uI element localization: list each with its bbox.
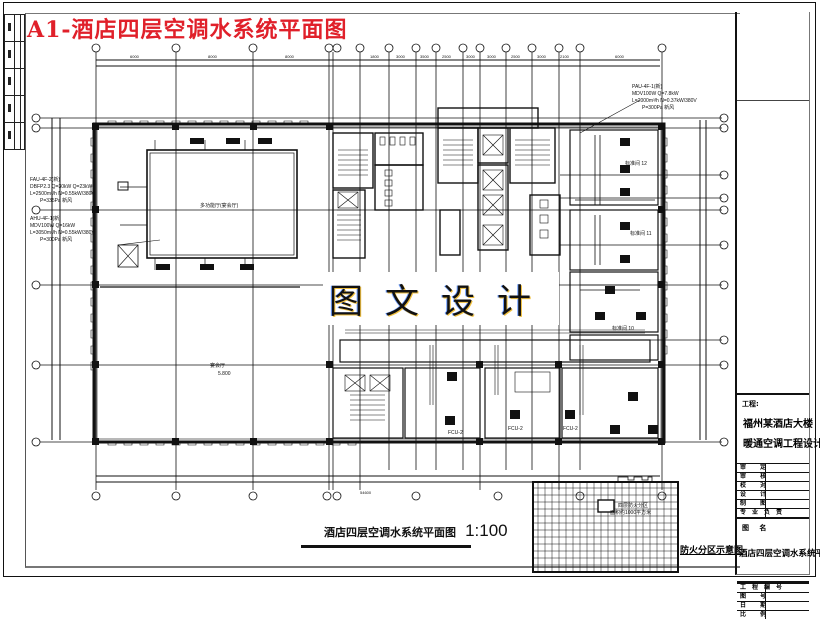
dim-top-10: 2500 bbox=[511, 54, 521, 59]
svg-text:FCU-2: FCU-2 bbox=[563, 426, 578, 432]
svg-text:标准间 10: 标准间 10 bbox=[612, 325, 634, 332]
meta-row: 日 期 bbox=[737, 601, 809, 610]
dim-top-9: 3000 bbox=[487, 54, 497, 59]
inner-frame bbox=[25, 13, 740, 568]
dim-top-8: 3000 bbox=[466, 54, 476, 59]
svg-text:MDV100W Q=7.8kW: MDV100W Q=7.8kW bbox=[632, 91, 679, 97]
signature-row: 审 核 bbox=[737, 472, 809, 481]
dim-top-1: 6000 bbox=[130, 54, 140, 59]
signature-row: 校 对 bbox=[737, 481, 809, 490]
svg-text:L=3050m³/h N=0.55kW/380V: L=3050m³/h N=0.55kW/380V bbox=[30, 230, 95, 236]
title-block: 工程: 福州某酒店大楼 暖通空调工程设计 审 定 审 核 校 对 设 计 制 图… bbox=[735, 12, 820, 619]
signature-row: 审 定 bbox=[737, 463, 809, 472]
svg-text:MDV100W Q=16kW: MDV100W Q=16kW bbox=[30, 223, 75, 229]
meta-row: 工程编号 bbox=[737, 583, 809, 592]
dim-top-2: 8000 bbox=[208, 54, 218, 59]
dim-top-4: 1800 bbox=[370, 54, 380, 59]
binding-strip bbox=[4, 14, 25, 150]
dim-top-11: 3000 bbox=[537, 54, 547, 59]
caption-underline bbox=[301, 545, 471, 548]
svg-text:FCU-2: FCU-2 bbox=[448, 430, 463, 436]
svg-text:DBFP2.3 Q=30kW Q=23kW: DBFP2.3 Q=30kW Q=23kW bbox=[30, 184, 93, 190]
svg-text:P=300Pa 新风: P=300Pa 新风 bbox=[642, 104, 674, 111]
project-label: 工程: bbox=[742, 400, 759, 408]
dim-top-3: 8000 bbox=[285, 54, 295, 59]
project-name-line1: 福州某酒店大楼 bbox=[743, 419, 813, 430]
svg-text:PAU-4F-1(新): PAU-4F-1(新) bbox=[632, 83, 663, 90]
signature-row: 设 计 bbox=[737, 490, 809, 499]
title-block-drawing-name: 图 名 酒店四层空调水系统平面图 bbox=[737, 517, 820, 581]
dim-top-12: 2100 bbox=[560, 54, 570, 59]
title-block-meta: 工程编号 图 号 日 期 比 例 bbox=[737, 581, 809, 619]
dim-top-6: 3500 bbox=[420, 54, 430, 59]
svg-text:AHU-4F-1(新): AHU-4F-1(新) bbox=[30, 215, 61, 222]
svg-text:FCU-2: FCU-2 bbox=[508, 426, 523, 432]
svg-text:面积约1000平方米: 面积约1000平方米 bbox=[610, 509, 651, 516]
title-block-signatures: 审 定 审 核 校 对 设 计 制 图 专业负责 bbox=[737, 463, 809, 517]
fire-zone-label: 防火分区示意图 bbox=[680, 546, 744, 556]
svg-text:L=2500m³/h N=0.55kW/380V: L=2500m³/h N=0.55kW/380V bbox=[30, 191, 95, 197]
svg-text:标准间 12: 标准间 12 bbox=[625, 160, 647, 167]
signature-row: 制 图 bbox=[737, 499, 809, 508]
drawing-name: 酒店四层空调水系统平面图 bbox=[739, 549, 820, 559]
title-block-notes-area bbox=[737, 101, 809, 393]
drawing-name-label: 图 名 bbox=[742, 524, 771, 532]
svg-text:5.800: 5.800 bbox=[218, 371, 231, 377]
svg-text:P=335Pa 新风: P=335Pa 新风 bbox=[40, 197, 72, 204]
project-name-line2: 暖通空调工程设计 bbox=[743, 439, 820, 450]
meta-row: 图 号 bbox=[737, 592, 809, 601]
svg-text:多功能厅(宴会厅): 多功能厅(宴会厅) bbox=[200, 202, 239, 209]
svg-text:四层防火分区: 四层防火分区 bbox=[618, 502, 648, 509]
svg-text:FAU-4F-2(新): FAU-4F-2(新) bbox=[30, 176, 60, 183]
plan-caption-name: 酒店四层空调水系统平面图 bbox=[324, 526, 456, 539]
dim-top-7: 2500 bbox=[442, 54, 452, 59]
dim-top-5: 3000 bbox=[396, 54, 406, 59]
plan-caption: 酒店四层空调水系统平面图 1:100 bbox=[301, 521, 508, 548]
dim-top-13: 6000 bbox=[615, 54, 625, 59]
floor-plan: 6000 8000 8000 1800 3000 3500 2500 3000 … bbox=[30, 43, 729, 573]
svg-text:P=300Pa 新风: P=300Pa 新风 bbox=[40, 236, 72, 243]
plan-caption-scale: 1:100 bbox=[465, 521, 508, 540]
meta-row: 比 例 bbox=[737, 610, 809, 619]
watermark: 图文设计 bbox=[323, 272, 559, 325]
title-block-project: 工程: 福州某酒店大楼 暖通空调工程设计 bbox=[737, 393, 820, 463]
title-block-logo-area bbox=[737, 12, 809, 101]
signature-row: 专业负责 bbox=[737, 508, 809, 517]
dim-bottom-overall: 54600 bbox=[360, 490, 372, 495]
svg-text:L=2000m³/h N=0.37kW/380V: L=2000m³/h N=0.37kW/380V bbox=[632, 98, 697, 104]
drawing-title: A1-酒店四层空调水系统平面图 bbox=[27, 17, 348, 43]
svg-text:标准间 11: 标准间 11 bbox=[630, 230, 652, 237]
svg-text:宴会厅: 宴会厅 bbox=[210, 362, 225, 369]
